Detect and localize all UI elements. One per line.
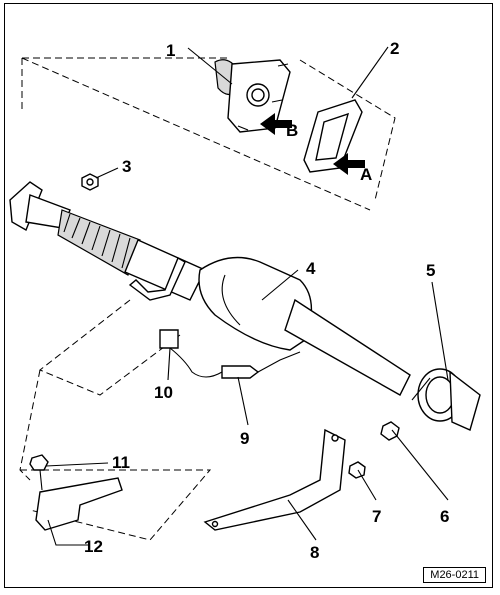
part-4-catalytic-converter <box>198 256 411 396</box>
leader-8 <box>287 499 317 541</box>
callout-12: 12 <box>84 537 103 556</box>
part-10-connector-cable <box>159 329 223 378</box>
part-11-bolt <box>29 454 49 491</box>
callout-10: 10 <box>154 383 173 402</box>
leader-4 <box>261 269 299 301</box>
callout-4: 4 <box>306 259 316 278</box>
arrow-b-label: B <box>286 121 298 140</box>
assembly-line-lower <box>19 299 212 541</box>
part-4-front-pipe <box>9 181 206 301</box>
leader-1 <box>187 47 233 85</box>
leader-5 <box>431 281 449 381</box>
part-6-bolt <box>380 421 400 441</box>
converter-bracket <box>128 256 186 301</box>
leader-6 <box>391 429 449 501</box>
leader-12 <box>47 519 88 546</box>
part-8-bracket <box>203 428 346 531</box>
leader-10 <box>167 347 171 381</box>
leader-9 <box>237 376 249 426</box>
part-9-oxygen-sensor <box>221 351 301 379</box>
callout-6: 6 <box>440 507 449 526</box>
arrow-a-shape <box>333 153 365 175</box>
callout-5: 5 <box>426 261 435 280</box>
callout-7: 7 <box>372 507 381 526</box>
part-5-clamp <box>411 368 481 431</box>
leader-11 <box>45 462 109 467</box>
callout-11: 11 <box>112 453 130 472</box>
callout-9: 9 <box>240 429 249 448</box>
part-3-nut <box>81 173 99 191</box>
arrow-a-label: A <box>360 165 372 184</box>
leader-2 <box>351 46 389 99</box>
part-7-nut <box>348 461 366 479</box>
figure-reference: M26-0211 <box>423 567 486 583</box>
leader-3 <box>95 167 119 179</box>
diagram-frame <box>4 3 493 588</box>
assembly-line-upper <box>21 57 396 211</box>
callout-1: 1 <box>166 41 175 60</box>
arrow-b-shape <box>260 113 292 135</box>
callout-8: 8 <box>310 543 319 562</box>
part-12-bracket-plate <box>35 477 123 531</box>
callout-3: 3 <box>122 157 131 176</box>
callout-2: 2 <box>390 39 399 58</box>
leader-7 <box>357 469 377 501</box>
